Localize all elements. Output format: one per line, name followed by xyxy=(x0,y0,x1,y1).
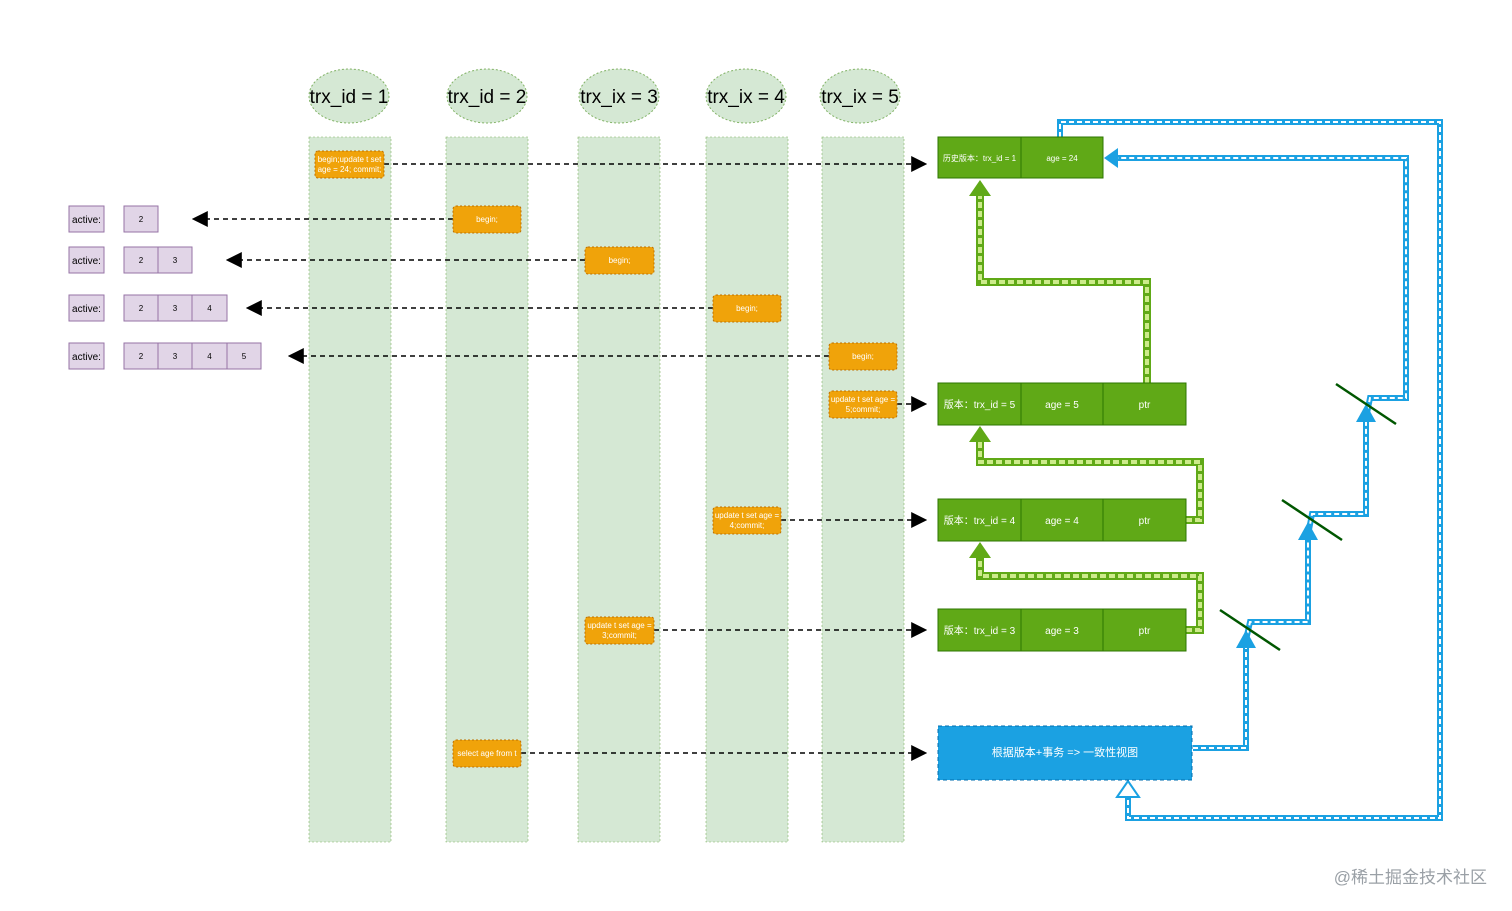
version-trx-3: 版本：trx_id = 3 age = 3 ptr xyxy=(937,608,1187,652)
op-text-line: 5;commit; xyxy=(846,405,881,414)
lane-title: trx_ix = 3 xyxy=(580,87,658,108)
op-begin-3: begin; xyxy=(584,246,655,275)
lane-trx-3: trx_ix = 3 xyxy=(577,68,661,843)
operations: begin;update t set age = 24; commit; beg… xyxy=(314,150,898,768)
active-list-1: active: 2 xyxy=(68,205,159,233)
active-list-3: active: 2 3 4 xyxy=(68,294,228,322)
active-id: 3 xyxy=(173,352,178,361)
active-id: 2 xyxy=(139,215,144,224)
version-trx-5: 版本：trx_id = 5 age = 5 ptr xyxy=(937,382,1187,426)
link-v4-to-v5 xyxy=(969,426,1204,524)
version-label: 版本：trx_id = 3 xyxy=(944,624,1016,637)
op-update-4: update t set age = 4;commit; xyxy=(712,506,782,535)
version-age: age = 4 xyxy=(1045,516,1079,527)
op-text-line: begin;update t set xyxy=(318,155,382,164)
active-label: active: xyxy=(72,256,101,267)
version-label: 版本：trx_id = 5 xyxy=(944,398,1016,411)
link-v5-to-history xyxy=(969,180,1151,383)
version-age: age = 24 xyxy=(1046,154,1078,163)
op-update-5: update t set age = 5;commit; xyxy=(828,390,898,419)
version-ptr: ptr xyxy=(1139,400,1151,411)
watermark: @稀土掘金技术社区 xyxy=(1334,868,1487,887)
lane-trx-1: trx_id = 1 xyxy=(308,68,392,843)
op-text-line: begin; xyxy=(852,352,874,361)
op-text-line: begin; xyxy=(609,256,631,265)
version-chain-links xyxy=(969,180,1204,634)
op-begin-5: begin; xyxy=(828,342,898,371)
op-text-line: 4;commit; xyxy=(730,521,765,530)
active-id: 5 xyxy=(242,352,247,361)
active-list-4: active: 2 3 4 5 xyxy=(68,342,262,370)
traversal-path xyxy=(1110,155,1409,751)
active-label: active: xyxy=(72,215,101,226)
lane-trx-4: trx_ix = 4 xyxy=(705,68,789,843)
lane-title: trx_id = 1 xyxy=(310,87,389,108)
transaction-lanes: trx_id = 1 trx_id = 2 trx_ix = 3 trx_ix … xyxy=(308,68,905,843)
active-id: 2 xyxy=(139,304,144,313)
op-begin-4: begin; xyxy=(712,294,782,323)
lane-trx-5: trx_ix = 5 xyxy=(819,68,905,843)
strike-mark xyxy=(1219,608,1281,652)
version-age: age = 3 xyxy=(1045,626,1079,637)
active-id: 2 xyxy=(139,256,144,265)
op-text-line: age = 24; commit; xyxy=(318,165,382,174)
active-id: 3 xyxy=(173,304,178,313)
version-history: 历史版本：trx_id = 1 age = 24 xyxy=(937,136,1104,179)
lane-title: trx_id = 2 xyxy=(448,87,527,108)
op-begin-2: begin; xyxy=(452,205,522,234)
version-trx-4: 版本：trx_id = 4 age = 4 ptr xyxy=(937,498,1187,542)
version-records: 历史版本：trx_id = 1 age = 24 版本：trx_id = 5 a… xyxy=(937,136,1187,652)
active-id: 4 xyxy=(207,352,212,361)
active-id: 2 xyxy=(139,352,144,361)
strike-mark xyxy=(1335,382,1397,426)
operation-arrows xyxy=(191,156,928,761)
op-text-line: begin; xyxy=(476,215,498,224)
op-select: select age from t xyxy=(452,739,522,768)
lane-title: trx_ix = 4 xyxy=(707,87,785,108)
version-age: age = 5 xyxy=(1045,400,1079,411)
active-id: 4 xyxy=(207,304,212,313)
op-text-line: update t set age = xyxy=(831,395,896,404)
op-text-line: select age from t xyxy=(457,749,517,758)
op-text-line: begin; xyxy=(736,304,758,313)
view-outer-loop xyxy=(1057,119,1443,821)
lane-trx-2: trx_id = 2 xyxy=(445,68,529,843)
strike-mark xyxy=(1281,498,1343,542)
op-update-24: begin;update t set age = 24; commit; xyxy=(314,150,385,179)
version-ptr: ptr xyxy=(1139,516,1151,527)
op-text-line: 3;commit; xyxy=(602,631,637,640)
version-label: 历史版本：trx_id = 1 xyxy=(943,153,1017,163)
op-text-line: update t set age = xyxy=(715,511,780,520)
active-lists: active: 2 active: 2 3 active: 2 3 4 acti… xyxy=(68,205,262,370)
version-ptr: ptr xyxy=(1139,626,1151,637)
lane-title: trx_ix = 5 xyxy=(821,87,899,108)
op-text-line: update t set age = xyxy=(587,621,652,630)
active-label: active: xyxy=(72,304,101,315)
op-update-3: update t set age = 3;commit; xyxy=(584,616,655,645)
active-id: 3 xyxy=(173,256,178,265)
link-v3-to-v4 xyxy=(969,542,1204,634)
active-list-2: active: 2 3 xyxy=(68,246,193,274)
active-label: active: xyxy=(72,352,101,363)
consistent-view: 根据版本+事务 => 一致性视图 xyxy=(937,725,1193,781)
rejected-version-marks xyxy=(1219,382,1397,652)
version-label: 版本：trx_id = 4 xyxy=(944,514,1016,527)
read-view-traversal xyxy=(1057,119,1443,821)
consistent-view-label: 根据版本+事务 => 一致性视图 xyxy=(992,745,1138,759)
